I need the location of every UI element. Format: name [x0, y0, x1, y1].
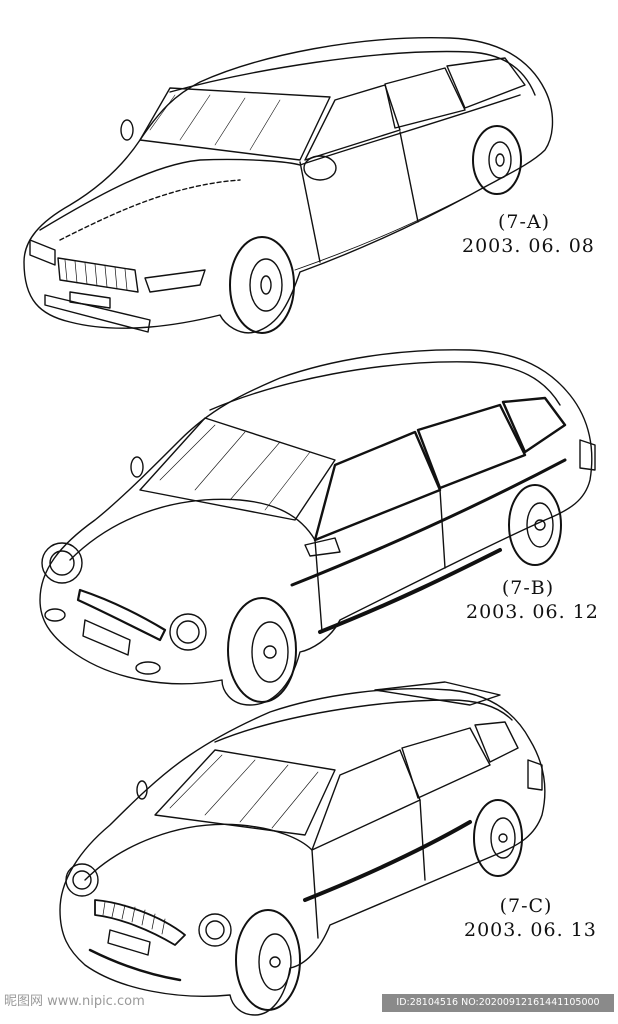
- car-b-drawing: [39, 349, 596, 706]
- watermark-site: 昵图网 www.nipic.com: [4, 994, 145, 1009]
- car-b-label: (7-B): [501, 577, 555, 599]
- watermark-id: ID:28104516 NO:20200912161441105000: [382, 994, 614, 1012]
- car-c-drawing: [59, 681, 546, 1016]
- car-a-label: (7-A): [497, 211, 551, 233]
- car-a-date: 2003. 06. 08: [462, 235, 595, 257]
- caption-car-b: (7-B) 2003. 06. 12: [466, 576, 599, 624]
- car-a-drawing: [23, 37, 554, 334]
- car-c-date: 2003. 06. 13: [464, 919, 597, 941]
- caption-car-c: (7-C) 2003. 06. 13: [464, 894, 597, 942]
- caption-car-a: (7-A) 2003. 06. 08: [462, 210, 595, 258]
- car-b-date: 2003. 06. 12: [466, 601, 599, 623]
- car-c-label: (7-C): [499, 895, 553, 917]
